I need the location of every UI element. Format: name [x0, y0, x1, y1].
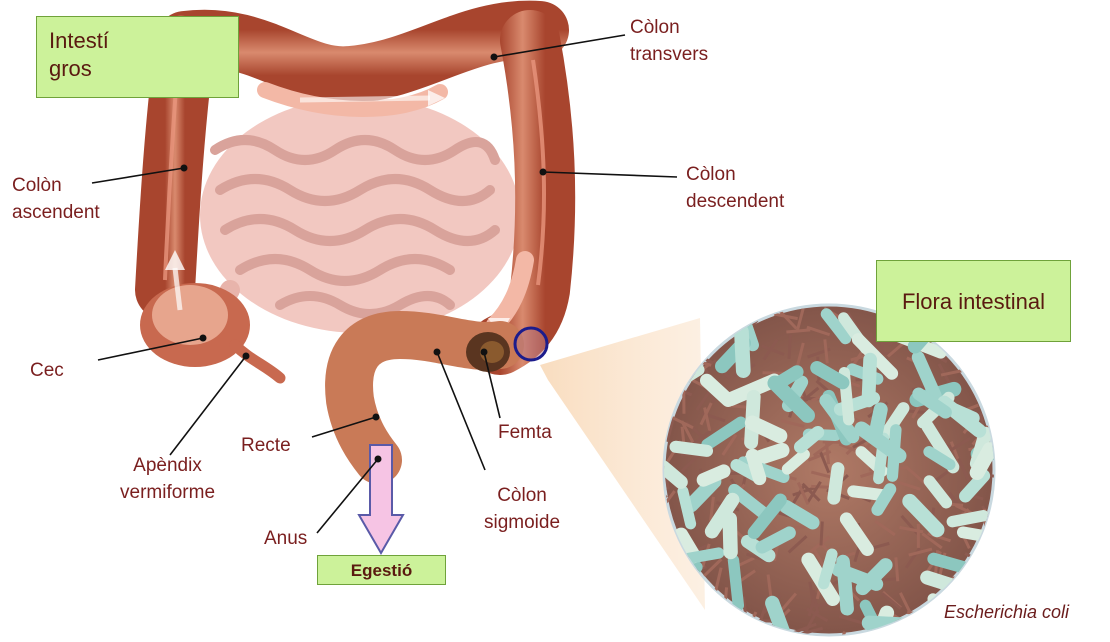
- bacterium: [676, 447, 707, 451]
- bacterium: [725, 292, 744, 313]
- bacterium: [934, 559, 963, 567]
- bacterium: [689, 553, 719, 558]
- label-femta: Femta: [498, 419, 552, 446]
- bacterium: [683, 491, 691, 523]
- bacterium: [741, 332, 743, 371]
- label-anus: Anus: [264, 525, 307, 552]
- bacterium: [730, 519, 731, 552]
- bacterium: [753, 455, 760, 478]
- egestio-box: Egestió: [317, 555, 446, 585]
- bacterium: [671, 577, 682, 601]
- bacterium: [733, 560, 738, 605]
- bacterium: [868, 360, 870, 401]
- bacteria-caption: Escherichia coli: [944, 602, 1069, 623]
- bacterium: [952, 516, 983, 522]
- label-colon-sigmoide: Còlon sigmoide: [484, 482, 560, 536]
- bacterium: [834, 469, 838, 499]
- magnifier-ring: [515, 328, 547, 360]
- label-colon-descendent: Còlon descendent: [686, 161, 784, 215]
- label-apendix: Apèndix vermiforme: [120, 452, 215, 506]
- label-cec: Cec: [30, 357, 64, 384]
- label-colon-ascendent: Colòn ascendent: [12, 172, 100, 226]
- bacterium: [892, 430, 895, 476]
- bacterium: [703, 471, 723, 480]
- label-colon-transvers: Còlon transvers: [630, 14, 708, 68]
- flora-box: Flora intestinal: [876, 260, 1071, 342]
- small-intestine: [200, 97, 520, 333]
- label-recte: Recte: [241, 432, 291, 459]
- bacterium: [699, 314, 730, 317]
- title-box: Intestí gros: [36, 16, 239, 98]
